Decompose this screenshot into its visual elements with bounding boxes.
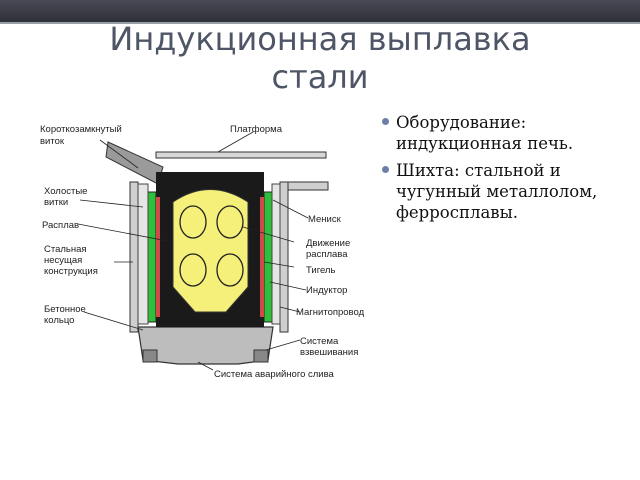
bullet-dot-icon xyxy=(382,118,389,125)
concrete-base xyxy=(137,326,274,365)
label-idle-turns-1: Холостые xyxy=(44,186,87,197)
magnetic-core-left xyxy=(137,183,149,325)
slide-title: Индукционная выплавка стали xyxy=(109,20,531,96)
foot-left xyxy=(142,349,158,363)
inductor-left-inner xyxy=(156,197,160,317)
inductor-right xyxy=(263,191,273,323)
melt-motion-arrows xyxy=(179,205,244,287)
induction-furnace-diagram: Короткозамкнутый виток Платформа Холосты… xyxy=(40,124,365,380)
foot-right xyxy=(253,349,269,363)
inductor-right-inner xyxy=(260,197,264,317)
label-melt-motion-1: Движение xyxy=(306,238,350,249)
label-idle-turns-2: витки xyxy=(44,197,68,208)
label-crucible: Тигель xyxy=(306,265,335,276)
label-meniscus: Мениск xyxy=(308,214,342,225)
bullet-text: Оборудование: индукционная печь. xyxy=(396,113,574,153)
pouring-spout xyxy=(105,141,164,185)
label-steel-structure-1: Стальная xyxy=(44,244,87,255)
bullet-item: Оборудование: индукционная печь. xyxy=(380,112,630,154)
label-inductor: Индуктор xyxy=(306,285,347,296)
melt-pool xyxy=(172,189,249,313)
magnetic-core-right xyxy=(271,183,281,325)
bullet-list: Оборудование: индукционная печь. Шихта: … xyxy=(380,112,630,229)
top-bar xyxy=(0,0,640,22)
bullet-item: Шихта: стальной и чугунный металлолом, ф… xyxy=(380,160,630,223)
label-concrete-ring-1: Бетонное xyxy=(44,304,86,315)
platform-plate xyxy=(155,151,327,159)
label-platform: Платформа xyxy=(230,124,283,135)
inductor-left xyxy=(147,191,157,323)
label-emergency-drain: Система аварийного слива xyxy=(214,369,335,380)
label-melt: Расплав xyxy=(42,220,79,231)
label-short-coil-1: Короткозамкнутый xyxy=(40,124,122,135)
tilt-lever xyxy=(287,181,329,191)
label-short-coil-2: виток xyxy=(40,136,65,147)
top-bar-divider xyxy=(0,22,640,24)
label-melt-motion-2: расплава xyxy=(306,249,348,260)
bullet-dot-icon xyxy=(382,166,389,173)
label-steel-structure-3: конструкция xyxy=(44,266,98,277)
label-weighing-2: взвешивания xyxy=(300,347,358,358)
steel-casing-left xyxy=(129,181,139,333)
label-concrete-ring-2: кольцо xyxy=(44,315,74,326)
label-magnetic-core: Магнитопровод xyxy=(296,307,365,318)
label-steel-structure-2: несущая xyxy=(44,255,82,266)
bullet-text: Шихта: стальной и чугунный металлолом, ф… xyxy=(396,161,598,222)
label-weighing-1: Система xyxy=(300,336,339,347)
leader-lines xyxy=(77,131,309,371)
